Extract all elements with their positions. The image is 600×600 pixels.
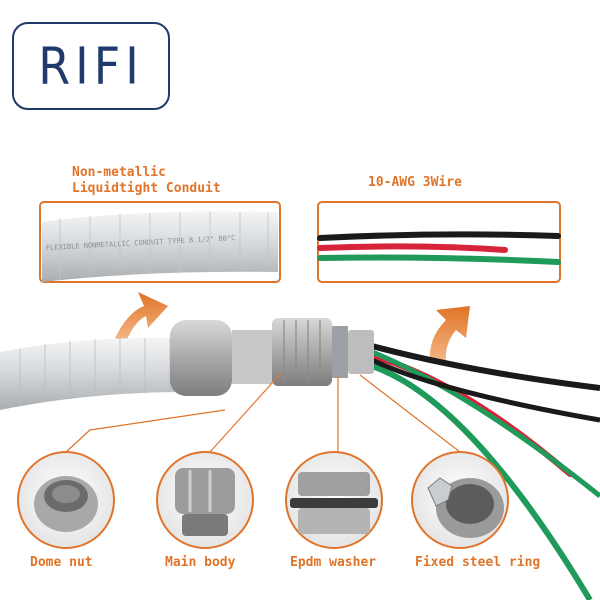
part-label-epdm-washer: Epdm washer [290, 555, 377, 570]
conduit-closeup-box: FLEXIBLE NONMETALLIC CONDUIT TYPE B 1/2"… [39, 201, 281, 283]
connector-fitting [170, 318, 374, 396]
wire-callout-title: 10-AWG 3Wire [368, 175, 462, 190]
part-main-body [156, 451, 254, 549]
part-fixed-steel-ring [411, 451, 509, 549]
conduit-callout-line1: Non-metallic [72, 165, 166, 180]
part-dome-nut [17, 451, 115, 549]
wire-bundle [369, 343, 600, 600]
conduit-pipe [0, 337, 185, 410]
part-epdm-washer [285, 451, 383, 549]
arrow-up-left-icon [115, 292, 168, 342]
wire-closeup-box [317, 201, 561, 283]
part-label-fixed-steel-ring: Fixed steel ring [415, 555, 541, 570]
part-label-dome-nut: Dome nut [30, 555, 93, 570]
brand-logo: RIFI [12, 22, 170, 110]
brand-logo-text: RIFI [38, 36, 144, 96]
conduit-callout-title: Non-metallic Liquidtight Conduit [72, 165, 221, 197]
leader-lines [65, 371, 461, 453]
conduit-callout-line2: Liquidtight Conduit [72, 181, 221, 196]
arrow-up-right-icon [429, 306, 470, 364]
part-label-main-body: Main body [165, 555, 236, 570]
